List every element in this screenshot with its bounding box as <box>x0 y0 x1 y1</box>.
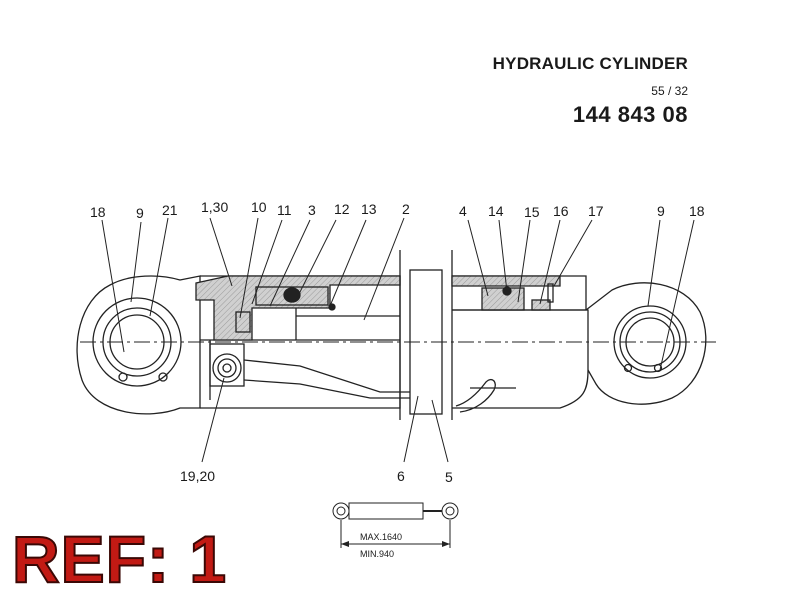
callout-19-20: 19,20 <box>180 468 215 484</box>
callout-12: 12 <box>334 201 350 217</box>
callout-15: 15 <box>524 204 540 220</box>
dimension-arrow-left <box>341 541 349 547</box>
length-diagram-eye-right <box>441 502 459 520</box>
o-ring <box>283 287 301 303</box>
grease-nipple <box>158 372 168 382</box>
callout-11: 11 <box>277 202 292 218</box>
page-number: 55 / 32 <box>651 84 688 98</box>
port-fitting-mid <box>217 358 237 378</box>
cylinder-head-section <box>195 275 401 341</box>
cylinder-outline <box>76 250 707 420</box>
callout-13: 13 <box>361 201 377 217</box>
part-number: 144 843 08 <box>572 102 688 127</box>
right-eye-body <box>585 282 707 405</box>
grease-nipple <box>623 363 633 373</box>
grease-nipple <box>118 372 128 382</box>
rod-right <box>452 309 589 409</box>
dimension-arrow-right <box>442 541 450 547</box>
grease-nipple <box>653 363 663 373</box>
ref-stamp: REF: 1 <box>11 522 228 596</box>
hydraulic-line-upper <box>243 359 410 393</box>
callout-9-right: 9 <box>657 203 665 219</box>
callout-21: 21 <box>162 202 178 218</box>
callout-16: 16 <box>553 203 569 219</box>
port-block <box>209 343 245 387</box>
callout-14: 14 <box>488 203 504 219</box>
port-fitting-outer <box>212 353 242 383</box>
callout-18-right: 18 <box>689 203 705 219</box>
callout-18-left: 18 <box>90 204 106 220</box>
min-length-label: MIN.940 <box>360 549 394 559</box>
length-diagram <box>332 502 459 548</box>
max-length-label: MAX.1640 <box>360 532 402 542</box>
callout-1-30: 1,30 <box>201 199 228 215</box>
backup-ring <box>328 303 336 311</box>
length-diagram-barrel <box>348 502 424 520</box>
port-fitting-inner <box>222 363 232 373</box>
diagram-title: HYDRAULIC CYLINDER <box>492 54 688 73</box>
callout-4: 4 <box>459 203 467 219</box>
callout-2: 2 <box>402 201 410 217</box>
length-diagram-eye-left-bore <box>336 506 346 516</box>
callout-3: 3 <box>308 202 316 218</box>
length-diagram-eye-right-bore <box>445 506 455 516</box>
leader-lines <box>101 217 695 463</box>
callout-9-left: 9 <box>136 205 144 221</box>
length-diagram-eye-left <box>332 502 350 520</box>
callout-17: 17 <box>588 203 604 219</box>
guide-ring <box>235 311 251 333</box>
callout-5: 5 <box>445 469 453 485</box>
retaining-ring <box>547 283 554 303</box>
clamp-bolt <box>455 378 496 413</box>
callout-10: 10 <box>251 199 267 215</box>
left-eye-body <box>76 275 201 415</box>
callout-6: 6 <box>397 468 405 484</box>
hydraulic-line-lower <box>243 379 410 399</box>
